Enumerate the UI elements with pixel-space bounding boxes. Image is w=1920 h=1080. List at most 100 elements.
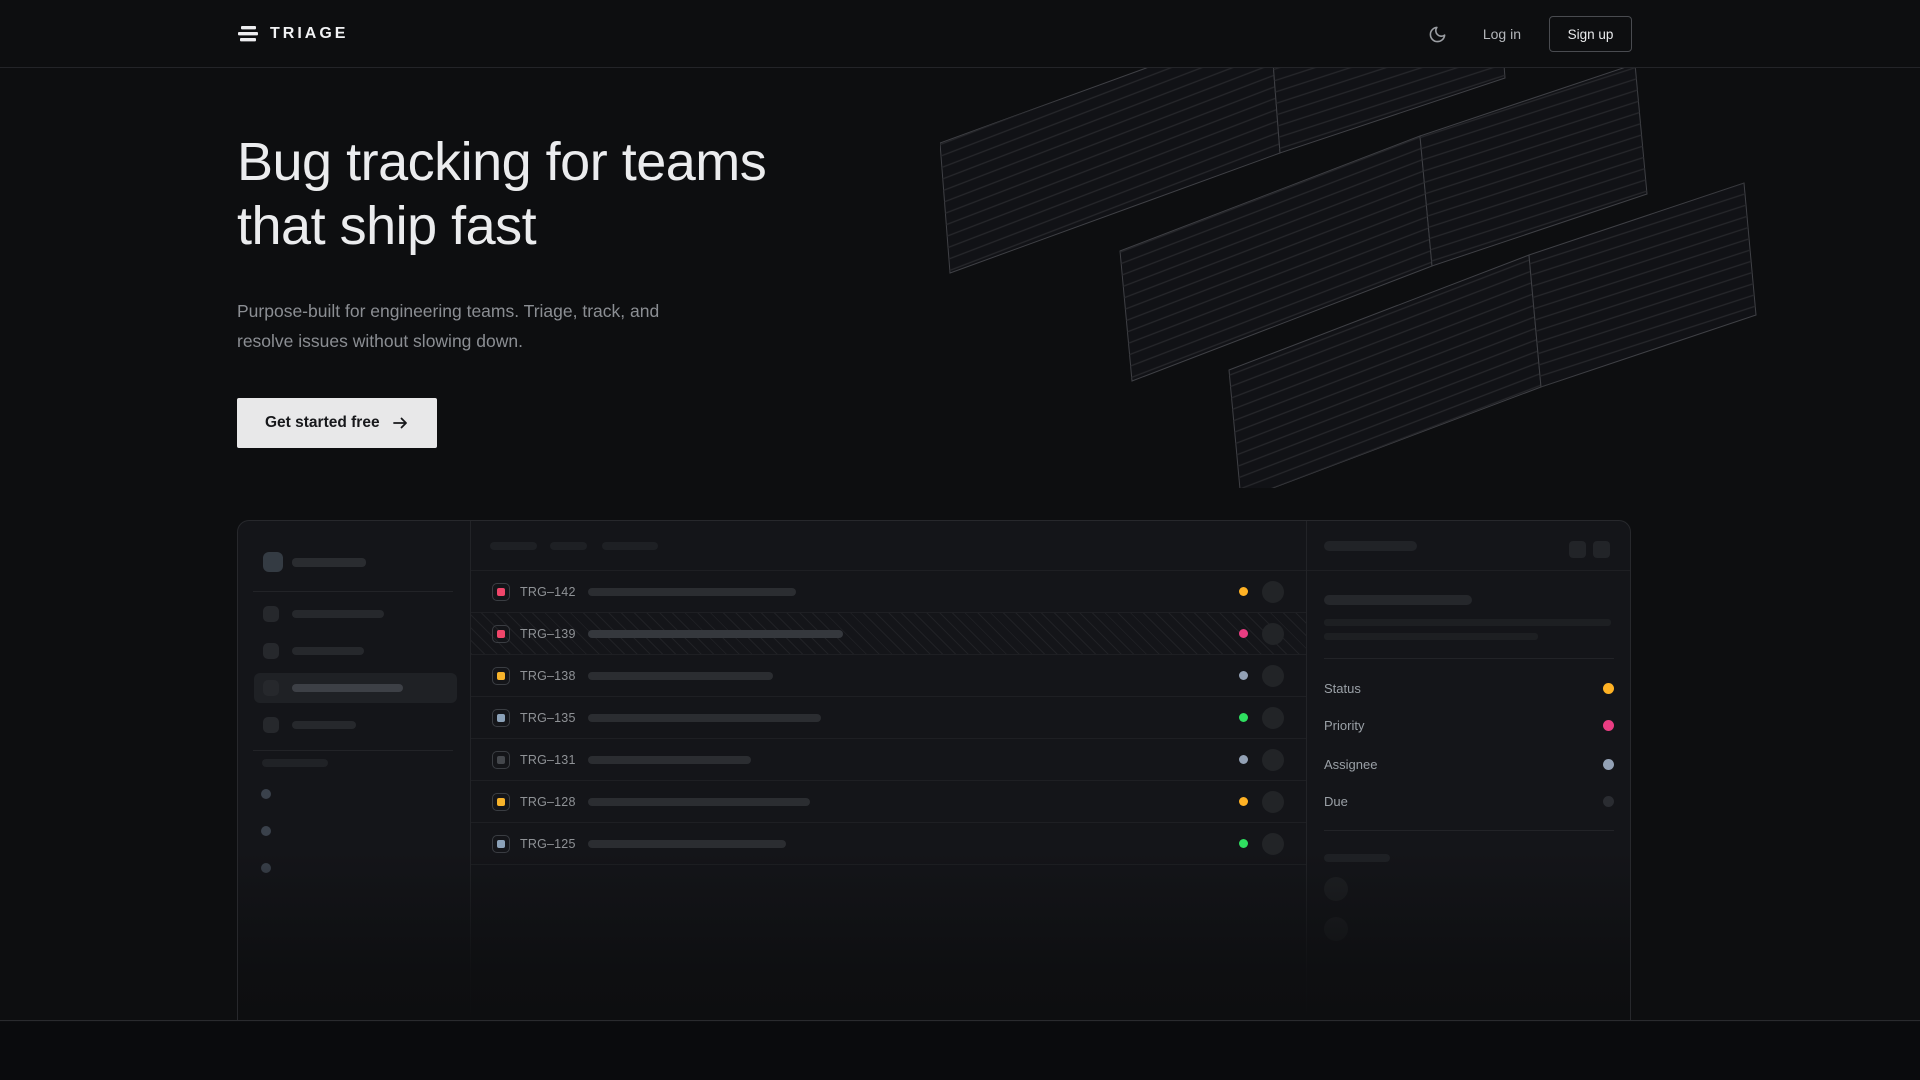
avatar <box>1324 917 1348 941</box>
assignee-avatar <box>1262 832 1284 855</box>
divider <box>253 591 453 592</box>
issue-type-fill <box>497 755 505 764</box>
issue-row[interactable]: TRG–125 <box>471 823 1306 865</box>
detail-field-dot <box>1603 795 1614 807</box>
issue-row[interactable]: TRG–128 <box>471 781 1306 823</box>
detail-field-row[interactable]: Due <box>1324 788 1614 814</box>
skeleton-bar <box>292 684 403 692</box>
issue-row[interactable]: TRG–139 <box>471 613 1306 655</box>
detail-field-label: Due <box>1324 793 1348 809</box>
sidebar-item-selected[interactable] <box>254 673 457 703</box>
workspace-switcher[interactable] <box>263 552 366 572</box>
workspace-icon <box>263 552 283 572</box>
issue-title-skeleton <box>588 671 773 680</box>
title-line-1: Bug tracking for teams <box>237 132 767 192</box>
issue-title-skeleton <box>588 755 751 764</box>
issue-row[interactable]: TRG–142 <box>471 571 1306 613</box>
skeleton-bar <box>1324 595 1472 605</box>
signup-button[interactable]: Sign up <box>1549 16 1632 52</box>
issue-type-icon <box>492 750 510 769</box>
issue-id: TRG–139 <box>520 626 576 641</box>
issue-id: TRG–135 <box>520 710 576 725</box>
issue-row[interactable]: TRG–135 <box>471 697 1306 739</box>
wireframe-sheet <box>940 68 1506 274</box>
issue-type-icon <box>492 624 510 643</box>
issue-id: TRG–131 <box>520 752 576 767</box>
status-dot <box>1239 671 1248 680</box>
status-dot <box>1239 629 1248 638</box>
status-dot <box>1239 797 1248 806</box>
skeleton-bar <box>262 759 328 767</box>
issue-title-skeleton <box>588 839 786 848</box>
status-dot <box>1239 839 1248 848</box>
skeleton-pill <box>490 542 537 550</box>
issue-id: TRG–125 <box>520 836 576 851</box>
avatar <box>1324 877 1348 901</box>
skeleton-pill <box>550 542 587 550</box>
skeleton-bar <box>1324 854 1390 862</box>
wireframe-sheet <box>1119 68 1648 382</box>
status-dot <box>1239 755 1248 764</box>
get-started-button[interactable]: Get started free <box>237 398 437 448</box>
sidebar-item-icon <box>263 606 279 622</box>
sidebar-dot <box>261 826 271 836</box>
issue-type-icon <box>492 666 510 685</box>
top-nav: TRIAGE Log in Sign up <box>0 0 1920 68</box>
detail-action-button[interactable] <box>1569 541 1586 558</box>
sidebar-item[interactable] <box>254 599 457 629</box>
footer-band <box>0 1022 1920 1080</box>
divider <box>1324 830 1614 831</box>
sidebar-dot <box>261 789 271 799</box>
issue-type-icon <box>492 834 510 853</box>
title-line-2: that ship fast <box>237 196 537 256</box>
detail-field-row[interactable]: Status <box>1324 675 1614 701</box>
sidebar-item[interactable] <box>254 710 457 740</box>
mock-sidebar <box>238 521 471 1020</box>
issue-id: TRG–128 <box>520 794 576 809</box>
detail-field-row[interactable]: Priority <box>1324 712 1614 738</box>
issue-id: TRG–142 <box>520 584 576 599</box>
detail-action-button[interactable] <box>1593 541 1610 558</box>
status-dot <box>1239 713 1248 722</box>
issue-title-skeleton <box>588 713 821 722</box>
skeleton-line <box>1324 619 1611 626</box>
skeleton-bar <box>292 610 384 618</box>
hero-subtitle: Purpose-built for engineering teams. Tri… <box>237 296 659 356</box>
detail-field-row[interactable]: Assignee <box>1324 751 1614 777</box>
moon-icon <box>1429 26 1446 42</box>
issue-type-fill <box>497 587 505 596</box>
brand[interactable]: TRIAGE <box>237 0 348 68</box>
hero-section: Bug tracking for teams that ship fast Pu… <box>0 68 1920 1021</box>
skeleton-bar <box>1324 541 1417 551</box>
theme-toggle-button[interactable] <box>1421 17 1455 51</box>
wireframe-sheets-decoration <box>940 68 1757 488</box>
login-link[interactable]: Log in <box>1482 26 1521 42</box>
assignee-avatar <box>1262 748 1284 771</box>
page-title: Bug tracking for teams that ship fast <box>237 130 767 258</box>
issue-title-skeleton <box>588 587 796 596</box>
subtitle-line-2: resolve issues without slowing down. <box>237 331 523 351</box>
issue-row[interactable]: TRG–138 <box>471 655 1306 697</box>
sidebar-item-icon <box>263 643 279 659</box>
detail-header <box>1307 521 1630 571</box>
sidebar-item-icon <box>263 717 279 733</box>
assignee-avatar <box>1262 622 1284 645</box>
sidebar-dot <box>261 863 271 873</box>
issue-title-skeleton <box>588 797 810 806</box>
sidebar-item[interactable] <box>254 636 457 666</box>
detail-field-dot <box>1603 719 1614 731</box>
arrow-right-icon <box>392 417 407 429</box>
assignee-avatar <box>1262 580 1284 603</box>
status-dot <box>1239 587 1248 596</box>
issue-row[interactable]: TRG–131 <box>471 739 1306 781</box>
sidebar-item-icon <box>263 680 279 696</box>
issue-type-fill <box>497 713 505 722</box>
brand-name: TRIAGE <box>270 25 349 42</box>
skeleton-pill <box>602 542 658 550</box>
assignee-avatar <box>1262 790 1284 813</box>
issue-type-fill <box>497 839 505 848</box>
